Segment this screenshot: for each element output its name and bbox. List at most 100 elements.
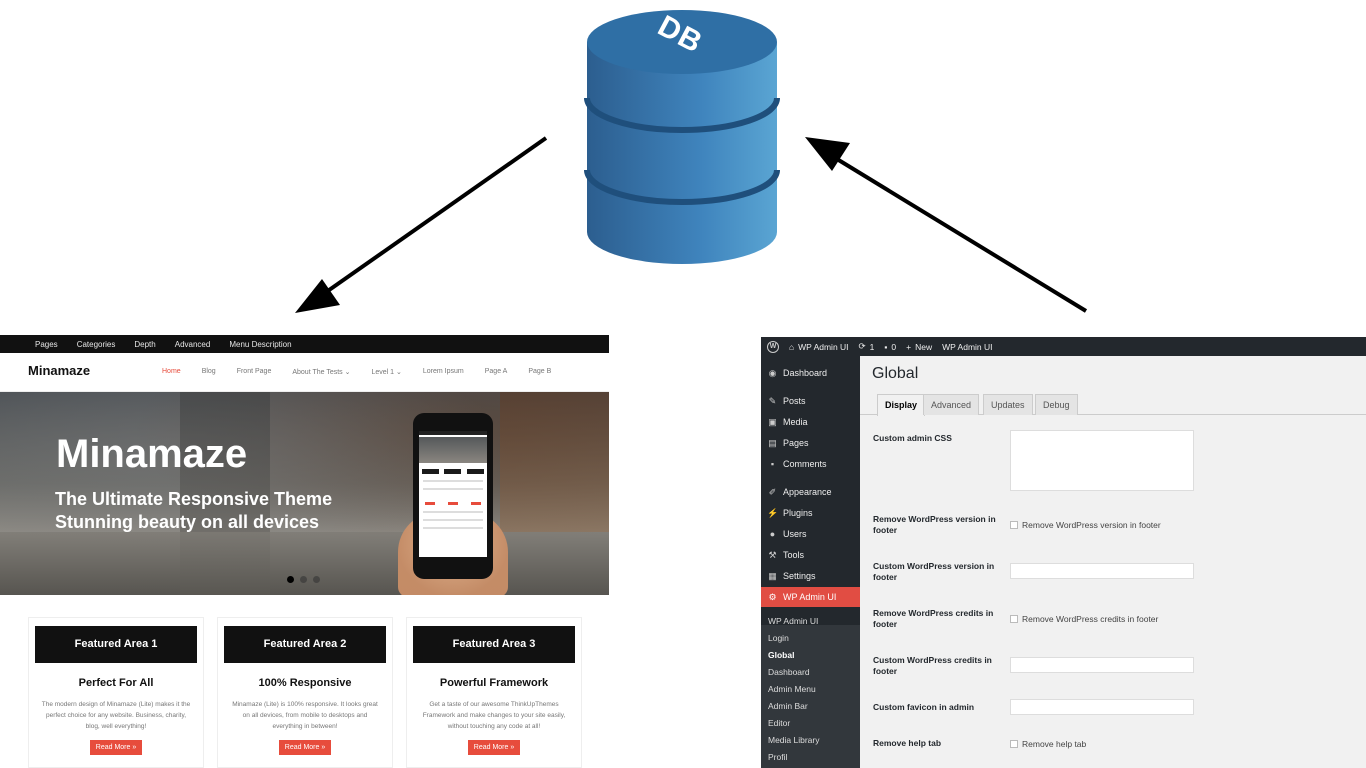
- arrow-admin-to-db: [805, 137, 1088, 313]
- plugin-link[interactable]: WP Admin UI: [942, 341, 993, 352]
- hero-subtitle-2: Stunning beauty on all devices: [55, 512, 320, 532]
- featured-areas: Featured Area 1 Perfect For All The mode…: [0, 617, 609, 768]
- submenu-profil[interactable]: Profil: [768, 752, 788, 762]
- nav-item-page-a[interactable]: Page A: [484, 368, 508, 375]
- admin-sidebar: ◉Dashboard ✎Posts ▣Media ▤Pages ▪Comment…: [761, 356, 860, 768]
- home-icon: ⌂: [789, 341, 795, 352]
- topbar-link[interactable]: Advanced: [174, 339, 211, 349]
- nav-item-front-page[interactable]: Front Page: [236, 368, 272, 375]
- checkbox-box[interactable]: [1010, 521, 1018, 529]
- menu-comments[interactable]: ▪Comments: [761, 454, 860, 474]
- submenu-editor[interactable]: Editor: [768, 718, 791, 728]
- site-name-link[interactable]: ⌂WP Admin UI: [789, 341, 849, 352]
- hero-subtitle-1: The Ultimate Responsive Theme: [55, 489, 333, 509]
- topbar-link[interactable]: Pages: [35, 339, 58, 349]
- menu-wp-admin-ui[interactable]: ⚙WP Admin UI: [761, 587, 860, 607]
- remove-credits-checkbox[interactable]: Remove WordPress credits in footer: [1010, 614, 1158, 624]
- tab-debug[interactable]: Debug: [1035, 394, 1078, 415]
- settings-icon: ▦: [768, 570, 777, 581]
- db-label: DB: [652, 9, 708, 60]
- custom-css-textarea[interactable]: [1010, 430, 1194, 491]
- submenu-login[interactable]: Login: [768, 633, 789, 643]
- wrench-icon: ⚒: [768, 549, 777, 560]
- feature-title: Featured Area 2: [224, 626, 386, 663]
- main-nav: Home Blog Front Page About The Tests ⌄ L…: [162, 368, 572, 376]
- label-help-tab: Remove help tab: [873, 738, 942, 748]
- new-content-link[interactable]: +New: [906, 341, 933, 352]
- feature-body: Get a taste of our awesome ThinkUpThemes…: [422, 701, 566, 730]
- feature-card: Featured Area 2 100% Responsive Minamaze…: [217, 617, 393, 768]
- theme-preview: Pages Categories Depth Advanced Menu Des…: [0, 335, 609, 768]
- nav-item-blog[interactable]: Blog: [201, 368, 216, 375]
- checkbox-box[interactable]: [1010, 740, 1018, 748]
- label-custom-credits: Custom WordPress credits in footer: [873, 655, 992, 676]
- feature-title: Featured Area 3: [413, 626, 575, 663]
- help-tab-checkbox[interactable]: Remove help tab: [1010, 739, 1086, 749]
- submenu-global[interactable]: Global: [768, 650, 795, 660]
- feature-card: Featured Area 1 Perfect For All The mode…: [28, 617, 204, 768]
- label-custom-version: Custom WordPress version in footer: [873, 561, 995, 582]
- slider-dot[interactable]: [287, 576, 294, 583]
- topbar-link[interactable]: Depth: [134, 339, 156, 349]
- custom-credits-input[interactable]: [1010, 657, 1194, 673]
- menu-users[interactable]: ●Users: [761, 524, 860, 544]
- menu-appearance[interactable]: ✐Appearance: [768, 486, 832, 498]
- pages-icon: ▤: [768, 437, 777, 448]
- remove-version-checkbox[interactable]: Remove WordPress version in footer: [1010, 520, 1161, 530]
- custom-version-input[interactable]: [1010, 563, 1194, 579]
- menu-posts[interactable]: ✎Posts: [768, 395, 806, 407]
- dashboard-icon: ◉: [768, 367, 777, 378]
- label-favicon: Custom favicon in admin: [873, 702, 975, 712]
- slider-dot[interactable]: [300, 576, 307, 583]
- read-more-button[interactable]: Read More »: [467, 740, 521, 755]
- menu-dashboard[interactable]: ◉Dashboard: [768, 367, 828, 379]
- tab-advanced[interactable]: Advanced: [923, 394, 980, 415]
- feature-body: The modern design of Minamaze (Lite) mak…: [41, 701, 191, 730]
- brush-icon: ✐: [768, 486, 777, 497]
- plus-icon: +: [906, 341, 912, 352]
- favicon-input[interactable]: [1010, 699, 1194, 715]
- feature-subtitle: 100% Responsive: [258, 677, 352, 689]
- slider-dot[interactable]: [313, 576, 320, 583]
- checkbox-box[interactable]: [1010, 615, 1018, 623]
- comment-icon: ▪: [770, 458, 775, 469]
- menu-pages[interactable]: ▤Pages: [768, 437, 809, 449]
- arrow-db-to-theme: [295, 136, 548, 313]
- label-remove-version: Remove WordPress version in footer: [873, 514, 996, 535]
- submenu-wp-admin-ui[interactable]: WP Admin UI: [768, 616, 819, 626]
- wp-logo-button[interactable]: W: [767, 340, 779, 353]
- page-title: Global: [872, 365, 919, 382]
- pin-icon: ✎: [768, 395, 777, 406]
- topbar-link[interactable]: Categories: [76, 339, 116, 349]
- submenu-media-library[interactable]: Media Library: [768, 735, 820, 745]
- nav-item-home[interactable]: Home: [162, 368, 181, 375]
- topbar-link[interactable]: Menu Description: [229, 339, 292, 349]
- site-logo[interactable]: Minamaze: [28, 363, 91, 378]
- menu-plugins[interactable]: ⚡Plugins: [767, 507, 813, 519]
- feature-body: Minamaze (Lite) is 100% responsive. It l…: [232, 701, 378, 730]
- nav-item-about[interactable]: About The Tests ⌄: [292, 369, 351, 376]
- hero-slider: Minamaze The Ultimate Responsive Theme S…: [0, 392, 609, 595]
- menu-settings[interactable]: ▦Settings: [768, 570, 816, 582]
- feature-subtitle: Powerful Framework: [439, 677, 549, 689]
- read-more-button[interactable]: Read More »: [278, 740, 332, 755]
- tab-updates[interactable]: Updates: [983, 394, 1033, 415]
- updates-link[interactable]: ⟳1: [858, 341, 875, 352]
- comments-link[interactable]: ▪0: [884, 341, 897, 352]
- nav-item-lorem[interactable]: Lorem Ipsum: [422, 368, 464, 375]
- submenu-admin-bar[interactable]: Admin Bar: [768, 701, 808, 711]
- nav-item-level1[interactable]: Level 1 ⌄: [371, 369, 402, 376]
- gear-icon: ⚙: [768, 591, 777, 602]
- read-more-button[interactable]: Read More »: [89, 740, 143, 755]
- user-icon: ●: [769, 528, 776, 539]
- nav-item-page-b[interactable]: Page B: [528, 368, 552, 375]
- theme-header: Minamaze Home Blog Front Page About The …: [0, 353, 609, 392]
- menu-tools[interactable]: ⚒Tools: [768, 549, 805, 561]
- submenu-dashboard[interactable]: Dashboard: [768, 667, 810, 677]
- tab-divider: [860, 414, 1366, 415]
- menu-media[interactable]: ▣Media: [768, 416, 808, 428]
- tab-display[interactable]: Display: [877, 394, 926, 416]
- feature-subtitle: Perfect For All: [78, 677, 154, 689]
- submenu-admin-menu[interactable]: Admin Menu: [768, 684, 816, 694]
